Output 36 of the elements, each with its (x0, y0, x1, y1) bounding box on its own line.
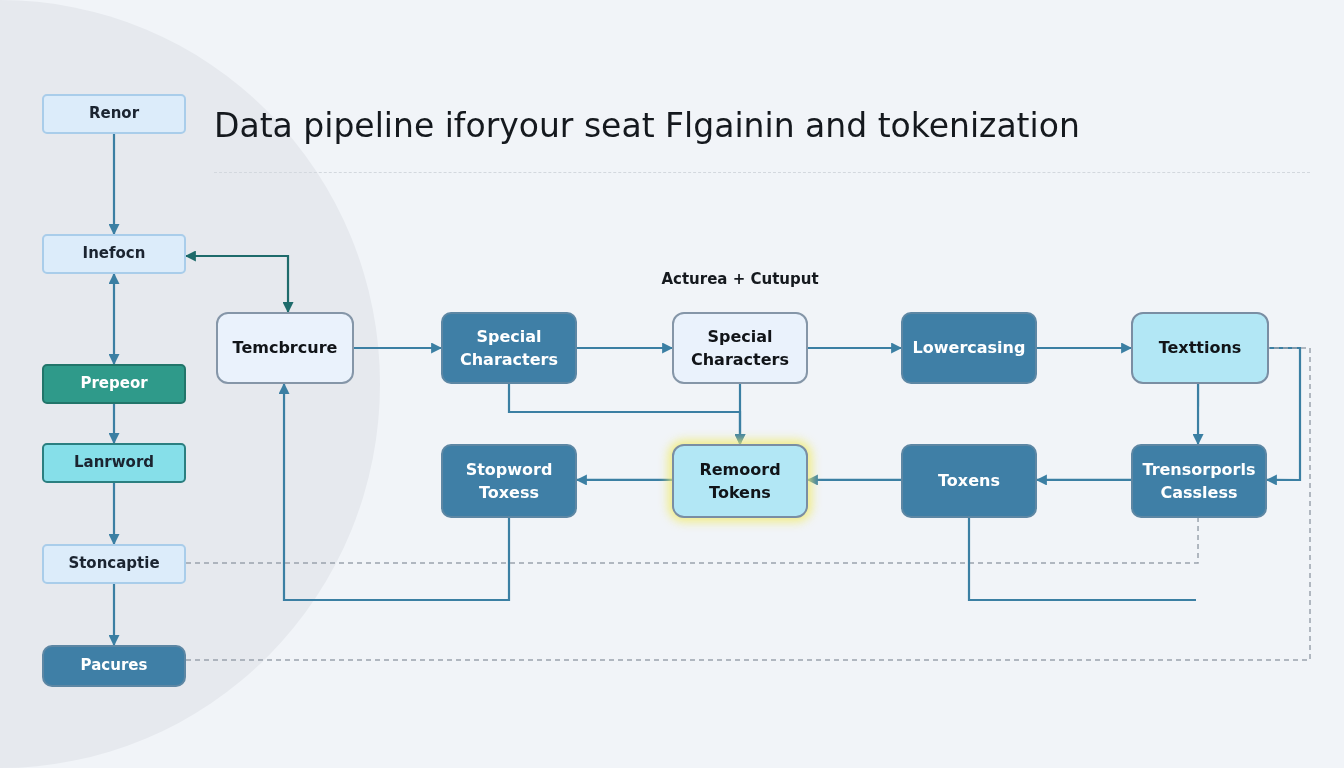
arrow (808, 342, 903, 354)
step-box: Pacures (42, 645, 186, 687)
arrow (108, 272, 120, 366)
process-box: Special Characters (441, 312, 577, 384)
arrow (108, 404, 120, 445)
step-box: Inefocn (42, 234, 186, 274)
step-box: Lanrword (42, 443, 186, 483)
step-box: Stoncaptie (42, 544, 186, 584)
arrow (108, 483, 120, 546)
arrow (806, 474, 901, 486)
section-heading: Acturea + Cutuput (660, 270, 820, 288)
dashed-connector (185, 517, 1199, 564)
arrow (1035, 474, 1131, 486)
process-box: Temcbrcure (216, 312, 354, 384)
dashed-connector (185, 347, 1311, 661)
process-box: Texttions (1131, 312, 1269, 384)
process-box: Remoord Tokens (672, 444, 808, 518)
process-box: Toxens (901, 444, 1037, 518)
arrow (575, 474, 672, 486)
process-box: Special Characters (672, 312, 808, 384)
arrow (1192, 384, 1204, 446)
arrow (577, 342, 674, 354)
arrow (278, 382, 511, 602)
step-box: Renor (42, 94, 186, 134)
process-box: Stopword Toxess (441, 444, 577, 518)
arrow (507, 384, 746, 446)
arrow (354, 342, 443, 354)
arrow (184, 250, 294, 314)
diagram-title: Data pipeline iforyour seat Flgainin and tokenization (214, 106, 1080, 145)
step-box: Prepeor (42, 364, 186, 404)
process-box: Trensorporls Cassless (1131, 444, 1267, 518)
arrow (108, 584, 120, 647)
process-box: Lowercasing (901, 312, 1037, 384)
arrow (1037, 342, 1133, 354)
arrow (108, 134, 120, 236)
arrow (1265, 346, 1302, 486)
